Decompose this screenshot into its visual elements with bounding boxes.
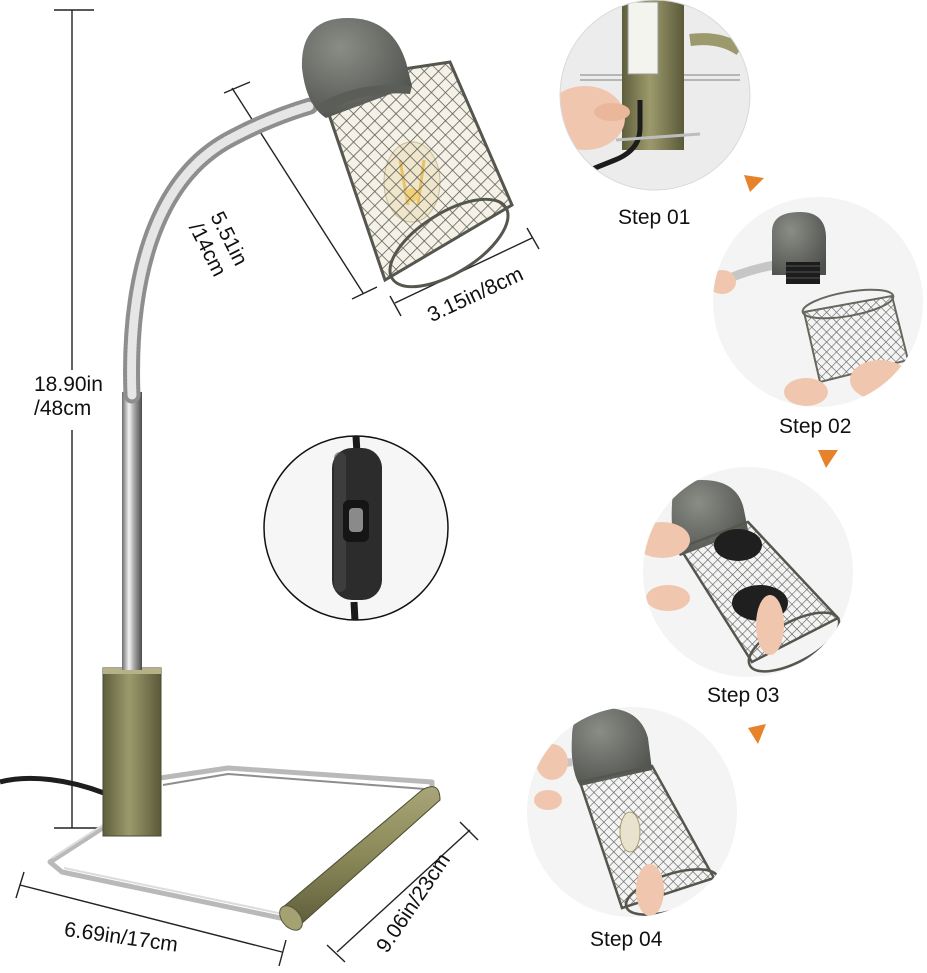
lamp-base-frame-inner <box>51 813 289 916</box>
step-02-image <box>713 197 923 407</box>
arrow-icon <box>818 450 838 468</box>
base-width-dimension-line <box>15 871 287 967</box>
total-height-cm: /48cm <box>34 397 92 421</box>
step-01-label: Step 01 <box>618 206 691 229</box>
arrow-icon <box>748 724 766 744</box>
step-arrows <box>744 175 838 744</box>
power-cord <box>0 775 105 796</box>
total-height-inches: 18.90in <box>34 373 103 396</box>
brass-column <box>102 667 162 837</box>
step-04-label: Step 04 <box>590 928 663 951</box>
step-01-image <box>559 0 751 191</box>
step-02-label: Step 02 <box>779 415 852 438</box>
chrome-pole <box>122 392 142 670</box>
lamp-shade <box>301 18 514 289</box>
base-depth-dimension-line <box>326 821 479 963</box>
total-height-label: 18.90in /48cm <box>34 373 103 421</box>
step-04-image <box>527 707 737 917</box>
gooseneck-arm <box>123 97 319 404</box>
arrow-icon <box>744 175 764 192</box>
brass-base-bar <box>279 786 441 931</box>
switch-detail-circle <box>263 435 449 621</box>
step-03-image <box>643 467 853 677</box>
step-03-label: Step 03 <box>707 684 780 707</box>
